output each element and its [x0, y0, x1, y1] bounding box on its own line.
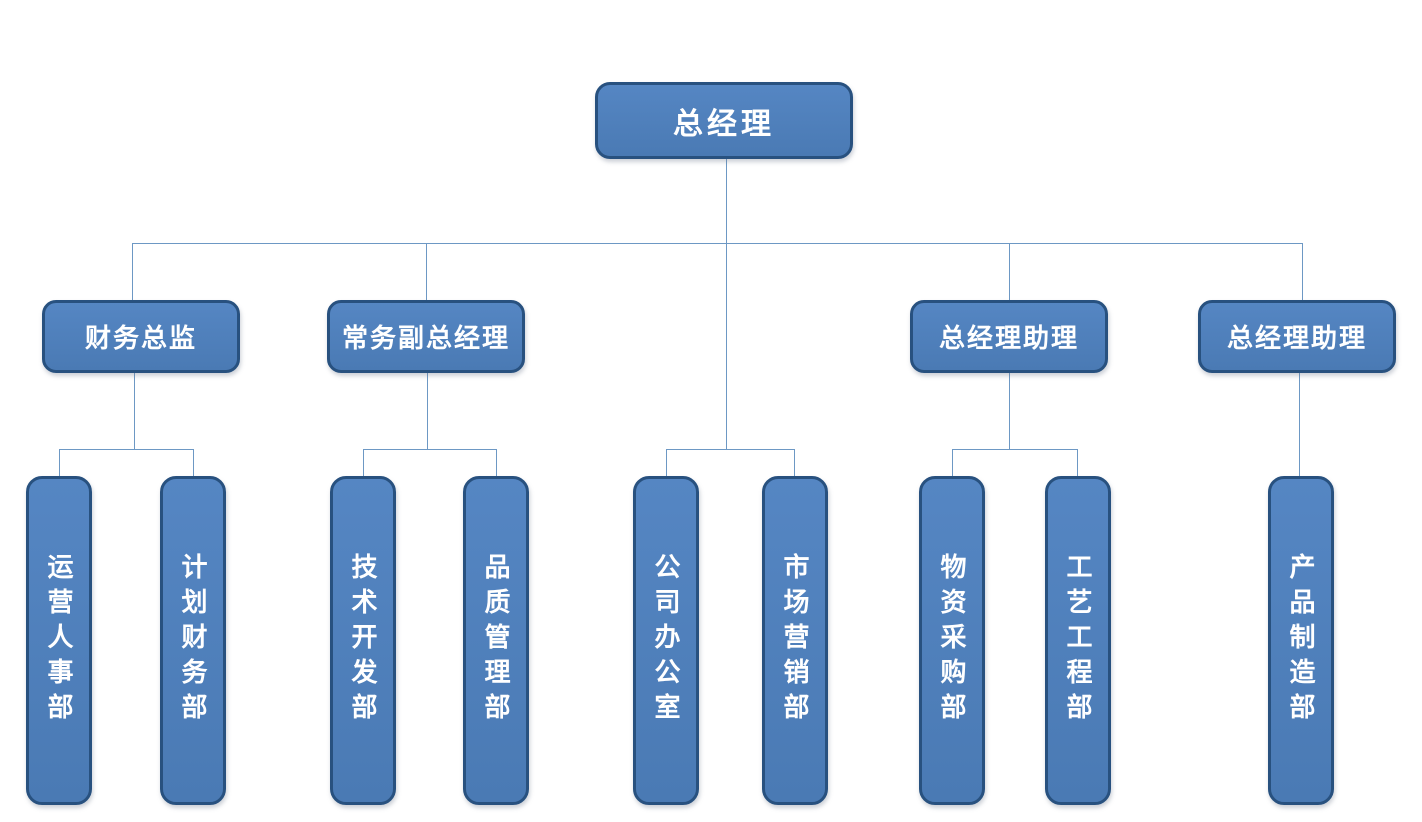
node-label: 品质管理部: [481, 553, 511, 728]
node-label: 产品制造部: [1286, 553, 1316, 728]
node-gm-assistant-1: 总经理助理: [910, 300, 1108, 373]
node-finance-director: 财务总监: [42, 300, 240, 373]
node-dept-tech-development: 技术开发部: [330, 476, 396, 805]
connector-manager3-rail: [952, 449, 1078, 450]
node-label: 运营人事部: [44, 553, 74, 728]
node-dept-process-engineering: 工艺工程部: [1045, 476, 1111, 805]
node-label: 技术开发部: [348, 553, 378, 728]
connector-manager1-rail: [59, 449, 194, 450]
connector-dept2-drop: [193, 449, 194, 476]
node-label: 财务总监: [84, 323, 197, 353]
node-dept-product-manufacturing: 产品制造部: [1268, 476, 1334, 805]
connector-root-vertical: [726, 159, 727, 243]
node-gm-assistant-2: 总经理助理: [1198, 300, 1396, 373]
connector-dept7-drop: [952, 449, 953, 476]
node-label: 常务副总经理: [341, 323, 510, 353]
connector-dept8-drop: [1077, 449, 1078, 476]
connector-drop-manager-3: [1009, 243, 1010, 300]
node-label: 总经理助理: [1226, 323, 1367, 353]
node-dept-material-procurement: 物资采购部: [919, 476, 985, 805]
node-label: 市场营销部: [780, 553, 810, 728]
connector-drop-manager-2: [426, 243, 427, 300]
connector-drop-manager-1: [132, 243, 133, 300]
connector-manager1-down: [134, 373, 135, 449]
connector-manager2-rail: [363, 449, 497, 450]
node-dept-company-office: 公司办公室: [633, 476, 699, 805]
connector-dept1-drop: [59, 449, 60, 476]
node-dept-marketing: 市场营销部: [762, 476, 828, 805]
connector-manager3-down: [1009, 373, 1010, 449]
node-label: 工艺工程部: [1063, 553, 1093, 728]
connector-center-rail: [666, 449, 795, 450]
connector-drop-manager-4: [1302, 243, 1303, 300]
node-label: 总经理: [673, 107, 775, 141]
connector-manager2-down: [427, 373, 428, 449]
node-label: 总经理助理: [938, 323, 1079, 353]
connector-dept3-drop: [363, 449, 364, 476]
node-label: 计划财务部: [178, 553, 208, 728]
node-label: 物资采购部: [937, 553, 967, 728]
connector-manager4-down: [1299, 373, 1300, 476]
connector-dept4-drop: [496, 449, 497, 476]
connector-center-vertical: [726, 243, 727, 449]
node-dept-planning-finance: 计划财务部: [160, 476, 226, 805]
connector-dept5-drop: [666, 449, 667, 476]
connector-main-rail: [132, 243, 1302, 244]
node-dept-quality-management: 品质管理部: [463, 476, 529, 805]
node-executive-deputy-gm: 常务副总经理: [327, 300, 525, 373]
node-general-manager: 总经理: [595, 82, 853, 159]
node-dept-operations-hr: 运营人事部: [26, 476, 92, 805]
node-label: 公司办公室: [651, 553, 681, 728]
connector-dept6-drop: [794, 449, 795, 476]
